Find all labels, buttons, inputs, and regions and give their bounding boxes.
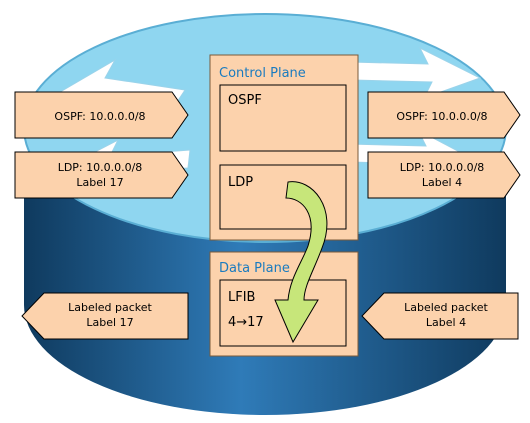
right-ldp-line2: Label 4 (422, 176, 462, 189)
right-packet-line1: Labeled packet (404, 301, 488, 314)
right-packet-arrow-shape (361, 292, 519, 340)
left-packet-arrow-shape (21, 292, 189, 340)
left-message-packet: Labeled packet Label 17 (21, 292, 189, 340)
left-ldp-line1: LDP: 10.0.0.0/8 (58, 161, 143, 174)
ldp-to-lfib-arrow-icon (274, 181, 328, 344)
lfib-box-label: LFIB (228, 290, 255, 305)
left-ospf-line1: OSPF: 10.0.0.0/8 (54, 110, 145, 123)
control-plane: Control Plane OSPF LDP (209, 54, 359, 241)
left-message-ldp: LDP: 10.0.0.0/8 Label 17 (14, 151, 189, 199)
ldp-to-lfib-arrow (274, 181, 328, 344)
lfib-box-mapping: 4→17 (228, 315, 264, 330)
left-packet-line1: Labeled packet (68, 301, 152, 314)
right-message-packet: Labeled packet Label 4 (361, 292, 519, 340)
right-ospf-line1: OSPF: 10.0.0.0/8 (396, 110, 487, 123)
left-ldp-line2: Label 17 (76, 176, 123, 189)
control-plane-title: Control Plane (219, 66, 306, 81)
left-message-ospf: OSPF: 10.0.0.0/8 (14, 91, 189, 139)
left-ospf-arrow-shape (14, 91, 189, 139)
left-packet-line2: Label 17 (86, 316, 133, 329)
ospf-box-label: OSPF (228, 93, 262, 108)
ldp-box-label: LDP (228, 175, 253, 190)
right-ospf-arrow-shape (367, 91, 521, 139)
right-ldp-arrow-shape (367, 151, 521, 199)
right-ldp-line1: LDP: 10.0.0.0/8 (400, 161, 485, 174)
left-ldp-arrow-shape (14, 151, 189, 199)
ospf-box (219, 84, 347, 152)
right-packet-line2: Label 4 (426, 316, 466, 329)
right-message-ldp: LDP: 10.0.0.0/8 Label 4 (367, 151, 521, 199)
right-message-ospf: OSPF: 10.0.0.0/8 (367, 91, 521, 139)
right-messages: OSPF: 10.0.0.0/8 LDP: 10.0.0.0/8 Label 4… (361, 91, 521, 340)
left-messages: OSPF: 10.0.0.0/8 LDP: 10.0.0.0/8 Label 1… (14, 91, 189, 340)
data-plane-title: Data Plane (219, 261, 290, 276)
